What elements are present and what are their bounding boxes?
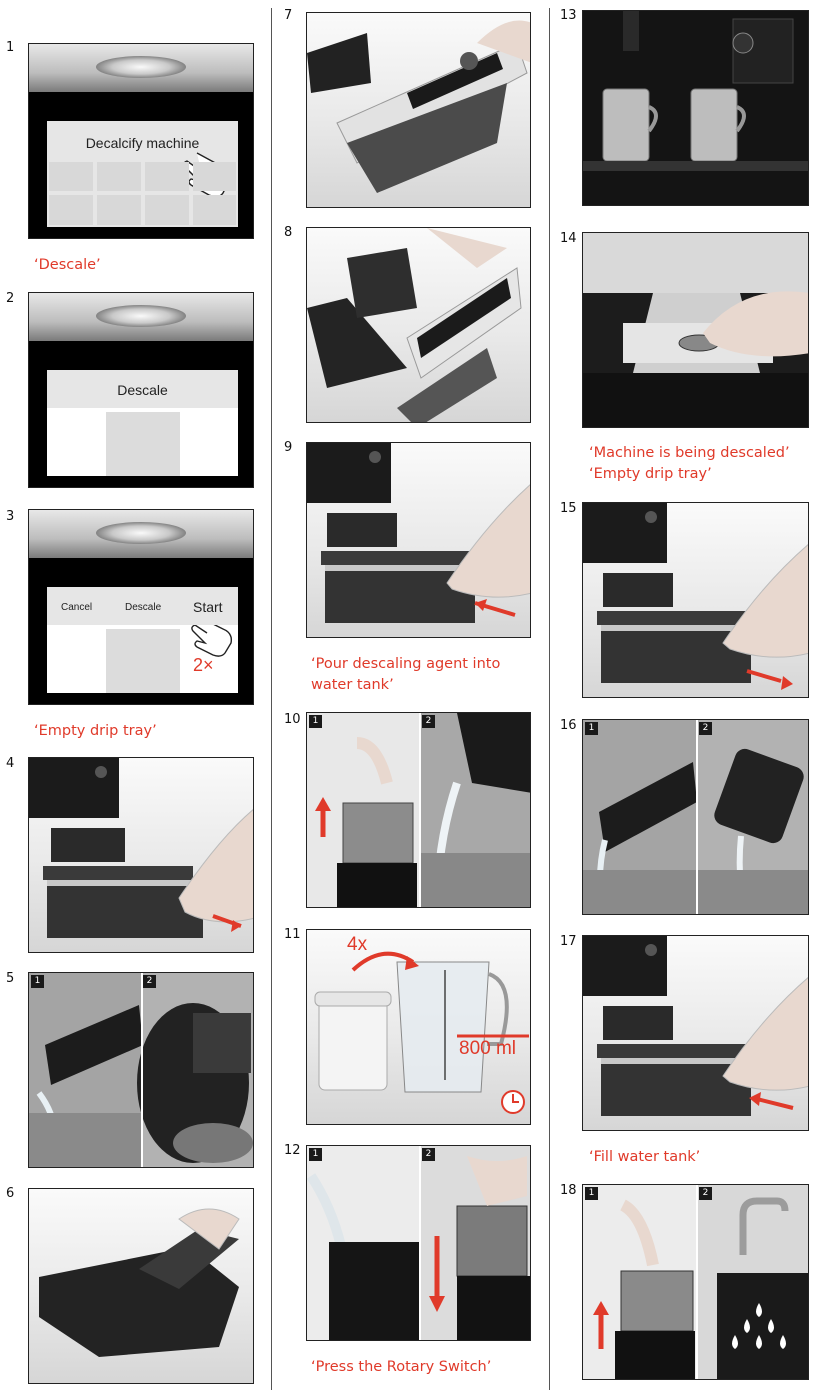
step-number-11: 11	[284, 927, 301, 942]
step-number-2: 2	[6, 291, 15, 306]
caption-line: water tank’	[311, 677, 394, 693]
step-number-7: 7	[284, 8, 293, 23]
step-number-1: 1	[6, 40, 15, 55]
step-number-5: 5	[6, 971, 15, 986]
photo-remove-water-tank: 1 2	[306, 712, 531, 908]
arrow-right-icon	[231, 920, 241, 932]
photo-remove-coffee-grounds-container	[306, 227, 531, 423]
step-number-14: 14	[560, 231, 577, 246]
lcd-screen: Decalcify machine	[47, 121, 238, 227]
arrow-right-icon	[781, 676, 793, 690]
photo-remove-drip-tray	[28, 757, 254, 953]
step-number-3: 3	[6, 509, 15, 524]
step-number-17: 17	[560, 934, 577, 949]
step-number-4: 4	[6, 756, 15, 771]
column-divider-right	[549, 8, 550, 1390]
photo-empty-tray-sink: 1 2	[28, 972, 254, 1168]
step-number-18: 18	[560, 1183, 577, 1198]
subpanel-tag: 1	[585, 722, 598, 735]
subpanel-tag: 2	[699, 722, 712, 735]
display-screen-descale: Descale	[28, 292, 254, 488]
touch-hand-icon	[191, 618, 233, 657]
arrow-left-icon	[475, 599, 487, 611]
photo-remove-tray-cover	[306, 12, 531, 208]
curved-arrow-icon	[405, 956, 419, 970]
photo-drip-tray-lid	[28, 1188, 254, 1384]
arrow-up-icon	[315, 797, 331, 811]
subpanel-tag: 2	[699, 1187, 712, 1200]
arrow-up-icon	[593, 1301, 609, 1315]
caption-pour-agent: ‘Pour descaling agent into water tank’	[311, 654, 500, 696]
step-number-9: 9	[284, 440, 293, 455]
photo-remove-drip-tray-2	[582, 502, 809, 698]
subpanel-tag: 1	[31, 975, 44, 988]
display-screen-decalcify: Decalcify machine	[28, 43, 254, 239]
lcd-screen: Cancel Descale Start 2×	[47, 587, 238, 693]
caption-descale: ‘Descale’	[34, 257, 101, 273]
descale-label: Descale	[125, 602, 162, 613]
step-number-12: 12	[284, 1143, 301, 1158]
step-number-6: 6	[6, 1186, 15, 1201]
photo-containers-under-spouts	[582, 10, 809, 206]
caption-being-descaled: ‘Machine is being descaled’ ‘Empty drip …	[589, 443, 790, 485]
step-number-16: 16	[560, 718, 577, 733]
step-number-8: 8	[284, 225, 293, 240]
arrow-left-icon	[749, 1092, 761, 1106]
water-drops-icon	[732, 1303, 786, 1349]
photo-reinsert-drip-tray	[306, 442, 531, 638]
photo-fill-water-tank: 1 2	[582, 1184, 809, 1380]
caption-line: ‘Empty drip tray’	[589, 466, 712, 482]
arrow-down-icon	[429, 1296, 445, 1312]
step-number-15: 15	[560, 501, 577, 516]
caption-line: ‘Pour descaling agent into	[311, 656, 501, 672]
step-number-13: 13	[560, 8, 577, 23]
caption-empty-drip-tray: ‘Empty drip tray’	[34, 723, 157, 739]
subpanel-tag: 1	[309, 1148, 322, 1161]
photo-pour-agent-into-tank: 1 2	[306, 1145, 531, 1341]
rotary-switch-icon	[96, 305, 186, 327]
photo-reinsert-drip-tray-2	[582, 935, 809, 1131]
screen-title: Descale	[117, 382, 168, 398]
repeat-count: 4x	[347, 934, 368, 955]
screen-title: Decalcify machine	[85, 135, 200, 151]
subpanel-tag: 2	[422, 715, 435, 728]
lcd-screen: Descale	[47, 370, 238, 476]
photo-press-rotary-switch	[582, 232, 809, 428]
start-label: Start	[193, 599, 223, 615]
rotary-switch-icon	[96, 522, 186, 544]
display-screen-start: Cancel Descale Start 2×	[28, 509, 254, 705]
column-divider-left	[271, 8, 272, 1390]
caption-press-rotary: ‘Press the Rotary Switch’	[311, 1359, 492, 1375]
subpanel-tag: 1	[585, 1187, 598, 1200]
subpanel-tag: 1	[309, 715, 322, 728]
press-twice-label: 2×	[193, 655, 214, 675]
cancel-label: Cancel	[61, 602, 93, 613]
rotary-switch-icon	[96, 56, 186, 78]
subpanel-tag: 2	[422, 1148, 435, 1161]
subpanel-tag: 2	[143, 975, 156, 988]
step-number-10: 10	[284, 712, 301, 727]
volume-label: 800 ml	[459, 1038, 517, 1059]
caption-line: ‘Machine is being descaled’	[589, 445, 790, 461]
caption-fill-water-tank: ‘Fill water tank’	[589, 1149, 701, 1165]
photo-empty-tray-sink-2: 1 2	[582, 719, 809, 915]
photo-measuring-jug: 4x 800 ml	[306, 929, 531, 1125]
